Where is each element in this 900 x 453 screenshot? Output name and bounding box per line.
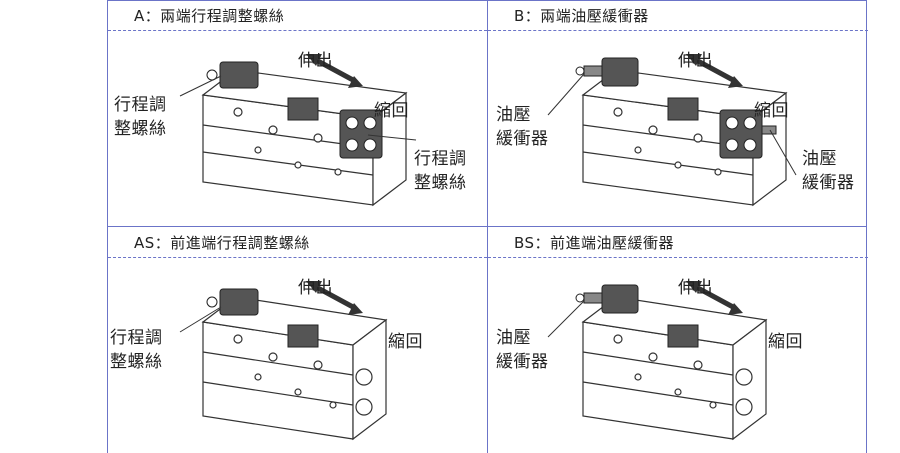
carriage-block: [287, 324, 319, 348]
shock-absorber-left: [575, 284, 639, 314]
right-component-label-line2: 緩衝器: [802, 173, 855, 193]
panel-a: A：兩端行程調整螺絲: [108, 0, 488, 226]
slide-body: [201, 296, 388, 441]
retract-label: 縮回: [374, 101, 409, 121]
shock-absorber-right: [719, 109, 777, 159]
carriage-block: [667, 97, 699, 121]
extend-label: 伸出: [298, 51, 333, 71]
panel-b: B：兩端油壓緩衝器: [488, 0, 868, 226]
panel-title: B：兩端油壓緩衝器: [514, 7, 649, 25]
slide-unit-illustration: [179, 281, 388, 441]
motion-arrow: [306, 54, 363, 88]
left-component-label-line2: 緩衝器: [496, 352, 549, 372]
dashed-separator: [108, 30, 487, 31]
slide-body: [201, 69, 408, 207]
panel-title: BS：前進端油壓緩衝器: [514, 234, 675, 252]
extend-label: 伸出: [298, 278, 333, 298]
dashed-separator: [488, 30, 868, 31]
left-component-label-line1: 油壓: [496, 105, 531, 125]
motion-arrow: [686, 54, 743, 88]
leader-lines: [179, 75, 417, 141]
slide-unit-illustration: [179, 54, 417, 207]
left-component-label-line1: 行程調: [114, 95, 167, 115]
panel-title: AS：前進端行程調整螺絲: [134, 234, 310, 252]
right-component-label-line2: 整螺絲: [414, 173, 467, 193]
motion-arrow: [686, 281, 743, 315]
retract-label: 縮回: [388, 332, 423, 352]
retract-label: 縮回: [768, 332, 803, 352]
extend-label: 伸出: [678, 51, 713, 71]
left-component-label-line2: 整螺絲: [110, 352, 163, 372]
leader-lines: [547, 300, 585, 338]
carriage-block: [667, 324, 699, 348]
shock-absorber-left: [575, 57, 639, 87]
stroke-adjuster-left: [206, 61, 259, 89]
left-component-label-line2: 整螺絲: [114, 119, 167, 139]
motion-arrow: [306, 281, 363, 315]
diagram-grid: A：兩端行程調整螺絲: [107, 0, 868, 453]
middle-divider: [107, 226, 867, 227]
stroke-adjuster-left: [206, 288, 259, 316]
left-component-label-line1: 油壓: [496, 328, 531, 348]
extend-label: 伸出: [678, 278, 713, 298]
leader-lines: [179, 306, 222, 333]
panel-title: A：兩端行程調整螺絲: [134, 7, 285, 25]
carriage-block: [287, 97, 319, 121]
dashed-separator: [488, 257, 868, 258]
slide-unit-illustration: [547, 281, 768, 441]
retract-label: 縮回: [754, 101, 789, 121]
left-component-label-line1: 行程調: [110, 328, 163, 348]
dashed-separator: [108, 257, 487, 258]
leader-lines: [547, 73, 797, 176]
slide-body: [581, 296, 768, 441]
slide-unit-illustration: [547, 54, 797, 207]
right-component-label-line1: 油壓: [802, 149, 837, 169]
left-component-label-line2: 緩衝器: [496, 129, 549, 149]
right-component-label-line1: 行程調: [414, 149, 467, 169]
stroke-adjuster-right: [339, 109, 383, 159]
panel-bs: BS：前進端油壓緩衝器: [488, 227, 868, 453]
panel-as: AS：前進端行程調整螺絲: [108, 227, 488, 453]
